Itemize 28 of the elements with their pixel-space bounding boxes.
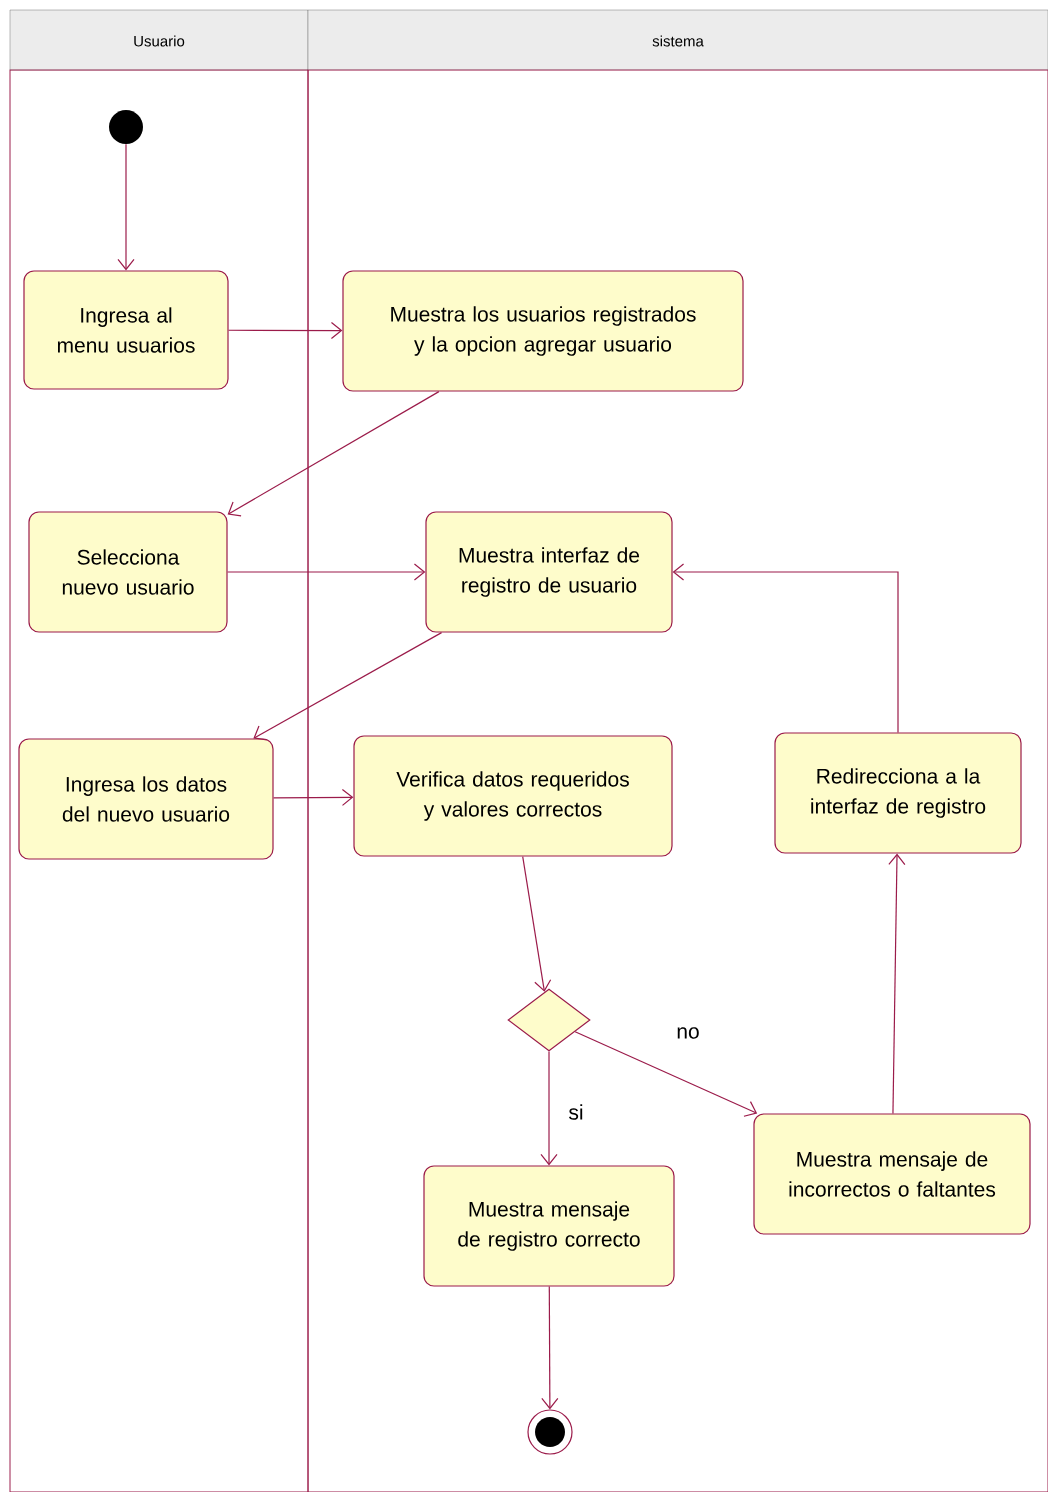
activity-box: Muestra interfaz de registro de usuario [425, 511, 673, 633]
activity-box: Ingresa los datos del nuevo usuario [18, 738, 274, 860]
arrow [522, 856, 552, 992]
activity-box: Muestra mensaje de incorrectos o faltantes [753, 1113, 1031, 1235]
activity-box: Redirecciona a la interfaz de registro [774, 732, 1022, 854]
node-label: Usuario [134, 35, 185, 47]
activity-box: Muestra los usuarios registrados y la opcion agregar usuario [342, 270, 744, 392]
start-node [109, 110, 143, 144]
arrow [117, 143, 135, 271]
activity-box: Ingresa al menu usuarios [23, 270, 229, 390]
activity-box: Verifica datos requeridos y valores correctos [353, 735, 673, 857]
arrow [273, 788, 354, 806]
arrow [574, 1031, 758, 1117]
edge-label: si [566, 1102, 586, 1122]
activity-box: Selecciona nuevo usuario [28, 511, 228, 633]
arrow [227, 563, 426, 581]
decision-diamond [507, 988, 591, 1052]
arrow [541, 1286, 559, 1410]
end-node [527, 1409, 573, 1455]
arrow [888, 853, 906, 1114]
edge-label: no [674, 1025, 702, 1041]
arrow [253, 632, 443, 741]
arrow [672, 563, 899, 733]
arrow [228, 321, 343, 340]
arrow [540, 1051, 558, 1166]
arrow [227, 391, 440, 517]
activity-box: Muestra mensaje de registro correcto [423, 1165, 675, 1287]
node-label: sistema [652, 35, 704, 47]
